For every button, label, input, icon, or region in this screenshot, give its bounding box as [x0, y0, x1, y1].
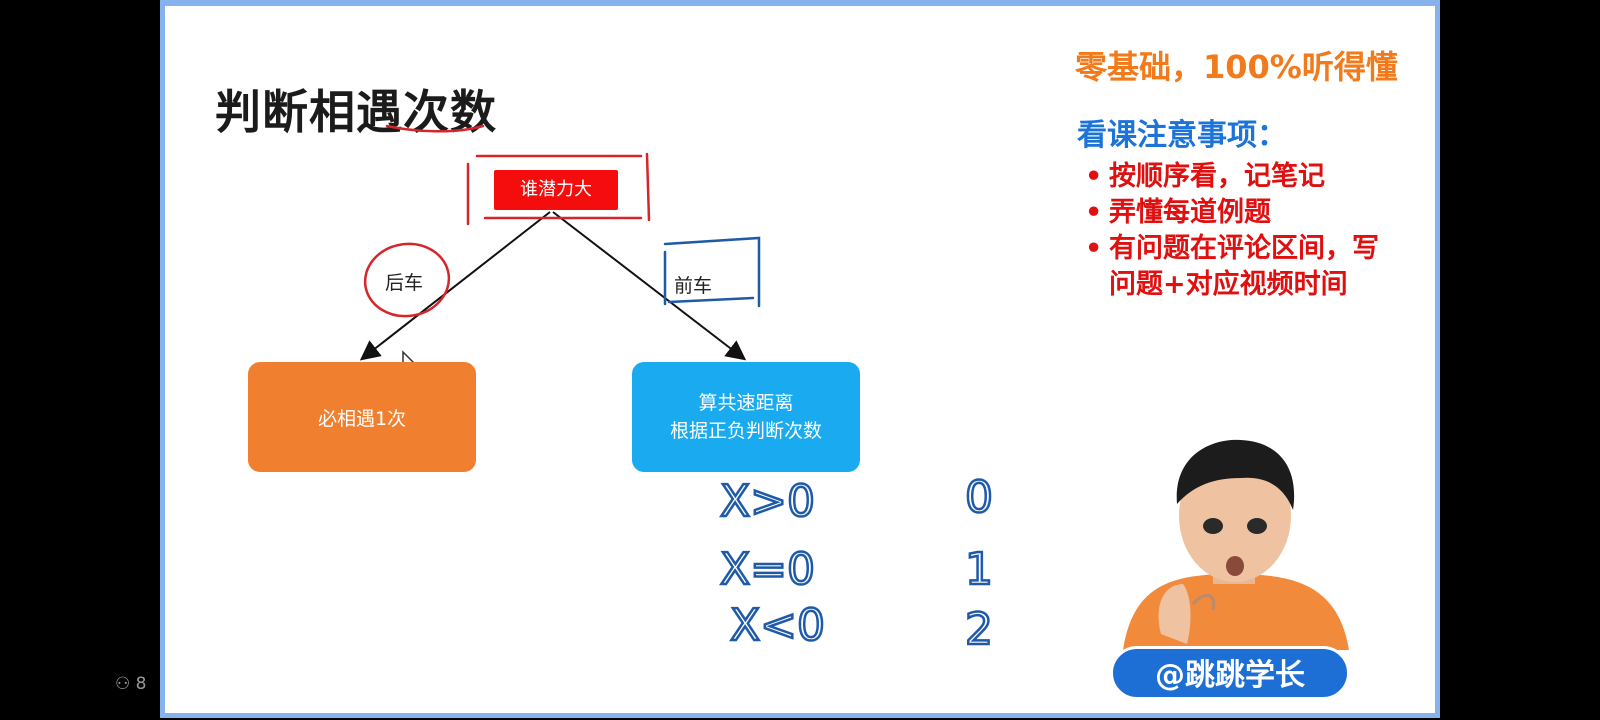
diagram-node-left: 必相遇1次	[248, 362, 476, 472]
note-item: •按顺序看，记笔记	[1085, 154, 1325, 193]
edge-label-front-car: 前车	[674, 275, 713, 297]
note-text: 弄懂每道例题	[1109, 197, 1271, 228]
ink-condition: X<0	[730, 600, 825, 651]
ink-title-underline	[385, 124, 485, 133]
ink-right-box	[663, 236, 761, 308]
node-right-line1: 算共速距离	[698, 392, 794, 414]
arrow-left	[359, 211, 551, 361]
presenter-video	[1113, 434, 1353, 650]
slogan-text: 零基础，100%听得懂	[1075, 48, 1398, 86]
bullet-icon: •	[1085, 161, 1103, 192]
node-left-text: 必相遇1次	[317, 407, 407, 430]
notes-heading: 看课注意事项：	[1077, 118, 1287, 153]
arrow-right	[552, 211, 747, 361]
viewers-icon: ⚇	[115, 674, 131, 694]
diagram-node-right: 算共速距离 根据正负判断次数	[632, 362, 860, 472]
bullet-icon: •	[1085, 233, 1103, 264]
note-item: •弄懂每道例题	[1085, 190, 1271, 229]
ink-count: 0	[965, 472, 993, 523]
viewer-count-value: 8	[135, 674, 147, 694]
note-text: 按顺序看，记笔记	[1109, 161, 1325, 192]
node-right-line2: 根据正负判断次数	[669, 420, 822, 442]
ink-count: 1	[965, 544, 993, 595]
ink-count: 2	[965, 604, 993, 655]
viewer-count: ⚇ 8	[115, 674, 146, 694]
note-item: •有问题在评论区间，写	[1085, 226, 1379, 265]
diagram-overlay: X>0 X=0 X<0 0 1 2	[333, 124, 994, 656]
video-slide-frame[interactable]: 判断相遇次数 零基础，100%听得懂 看课注意事项： •按顺序看，记笔记 •弄懂…	[160, 0, 1440, 718]
edge-label-rear-car: 后车	[385, 272, 424, 294]
ink-condition: X=0	[720, 544, 815, 595]
note-text: 有问题在评论区间，写	[1109, 233, 1379, 264]
ink-root-box	[466, 152, 651, 226]
note-item-continued: 问题+对应视频时间	[1109, 269, 1348, 300]
presenter-handle-badge: @跳跳学长	[1110, 646, 1350, 700]
ink-condition: X>0	[720, 476, 815, 527]
bullet-icon: •	[1085, 197, 1103, 228]
diagram-root-node: 谁潜力大	[494, 170, 618, 210]
ink-left-circle	[363, 242, 451, 318]
